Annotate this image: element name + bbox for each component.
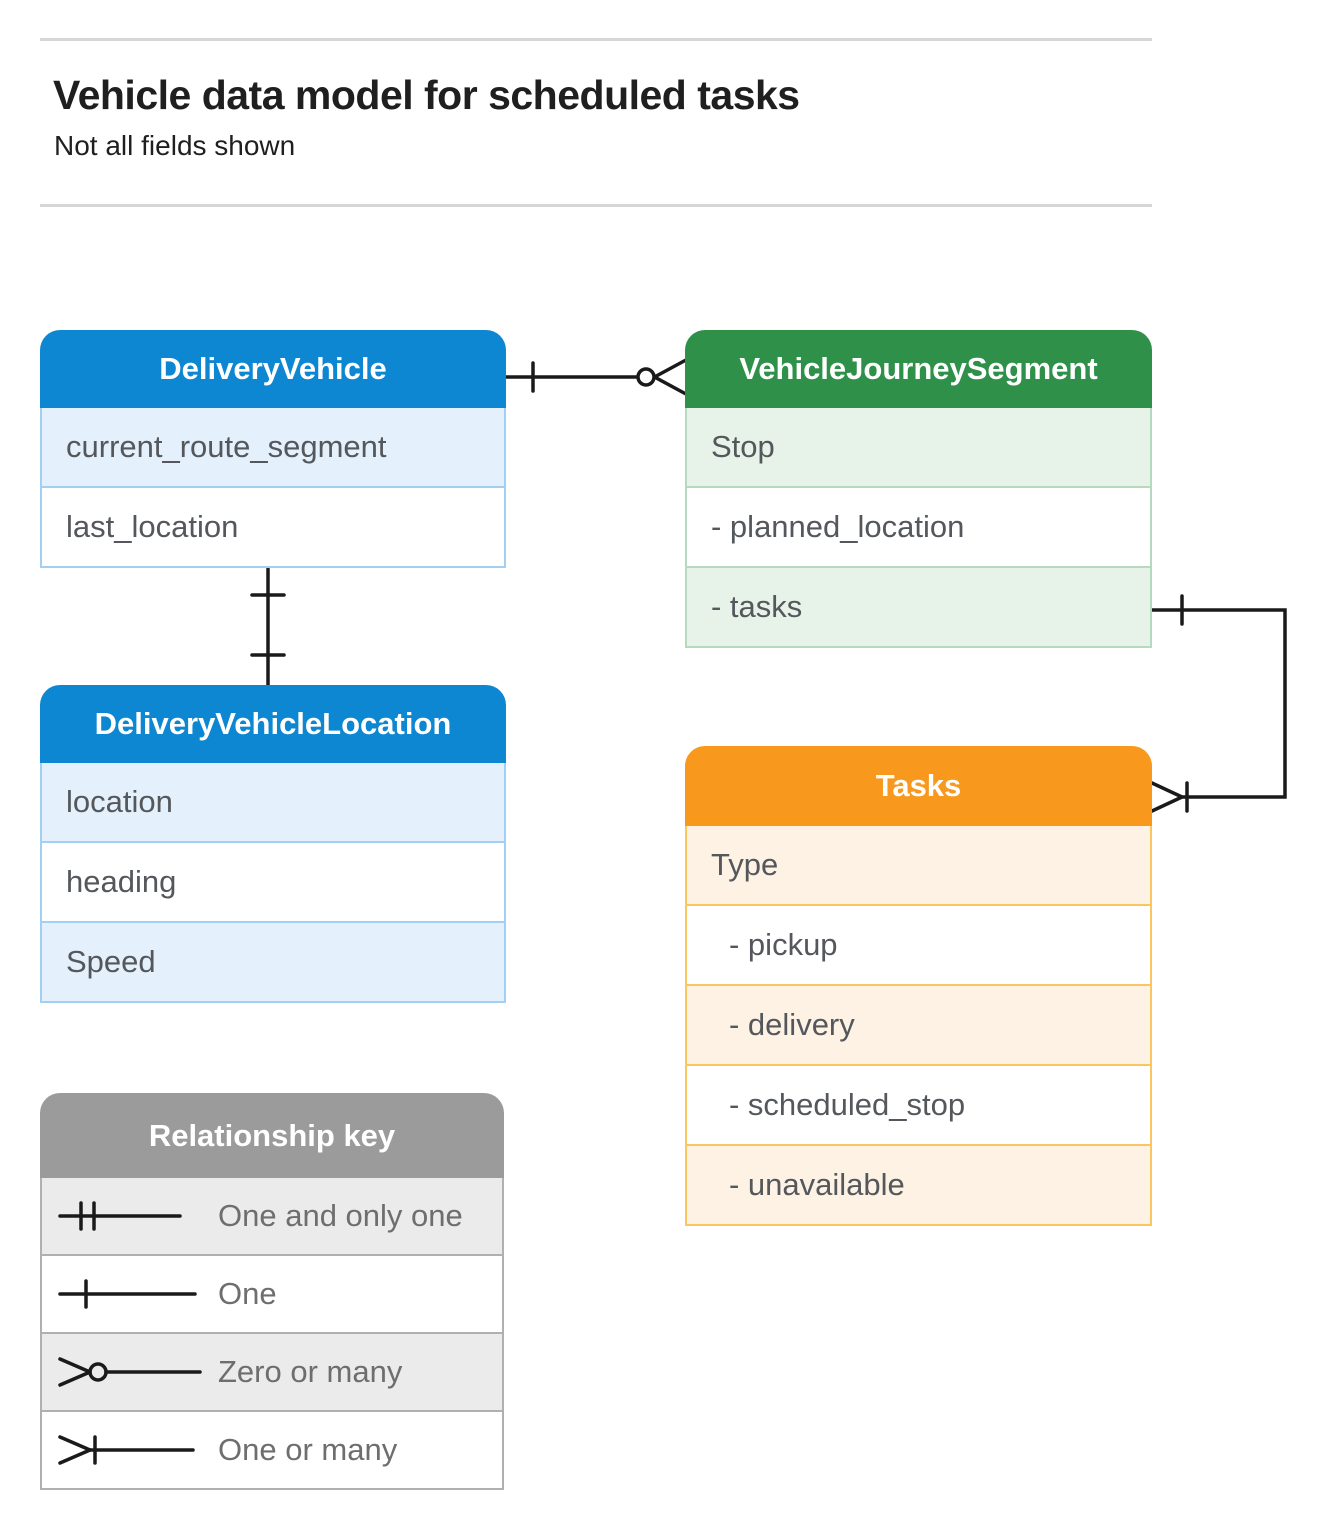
entity-delivery-vehicle-location: DeliveryVehicleLocation location heading… [40,685,506,1003]
field-type: Type [685,826,1152,906]
legend-row-one-and-only-one: One and only one [40,1178,504,1256]
legend-label: One or many [218,1432,398,1467]
entity-vehicle-journey-segment-title: VehicleJourneySegment [685,330,1152,408]
entity-delivery-vehicle: DeliveryVehicle current_route_segment la… [40,330,506,568]
connector-deliveryvehicle-to-vehiclejourneysegment [504,358,687,396]
one-icon [58,1279,197,1309]
field-planned-location: - planned_location [685,488,1152,568]
legend-label: One [218,1276,277,1311]
legend-row-zero-or-many: Zero or many [40,1334,504,1412]
field-speed: Speed [40,923,506,1003]
page-subtitle: Not all fields shown [54,130,296,161]
field-current-route-segment: current_route_segment [40,408,506,488]
field-location: location [40,763,506,843]
entity-tasks-title: Tasks [685,746,1152,826]
legend-row-one: One [40,1256,504,1334]
connector-vehiclejourneysegment-to-tasks [1150,594,1287,813]
field-pickup: - pickup [685,906,1152,986]
zero-circle [636,367,656,387]
entity-delivery-vehicle-location-title: DeliveryVehicleLocation [40,685,506,763]
field-last-location: last_location [40,488,506,568]
legend-label: Zero or many [218,1354,403,1389]
one-or-many-icon [58,1435,195,1465]
entity-delivery-vehicle-title: DeliveryVehicle [40,330,506,408]
field-tasks: - tasks [685,568,1152,648]
field-heading: heading [40,843,506,923]
one-and-only-one-icon [58,1201,182,1231]
relationship-key-title: Relationship key [40,1093,504,1178]
field-unavailable: - unavailable [685,1146,1152,1226]
legend-row-one-or-many: One or many [40,1412,504,1490]
connector-deliveryvehicle-to-deliveryvehiclelocation [250,567,286,687]
field-scheduled-stop: - scheduled_stop [685,1066,1152,1146]
top-divider [40,38,1152,41]
entity-vehicle-journey-segment: VehicleJourneySegment Stop - planned_loc… [685,330,1152,648]
crow-foot [1150,781,1184,813]
entity-tasks: Tasks Type - pickup - delivery - schedul… [685,746,1152,1226]
page-title: Vehicle data model for scheduled tasks [53,72,800,118]
header-bottom-divider [40,204,1152,207]
zero-or-many-icon [58,1357,202,1387]
crow-foot [652,358,687,396]
relationship-key: Relationship key One and only one One Ze [40,1093,504,1490]
legend-label: One and only one [218,1198,463,1233]
field-stop: Stop [685,408,1152,488]
field-delivery: - delivery [685,986,1152,1066]
